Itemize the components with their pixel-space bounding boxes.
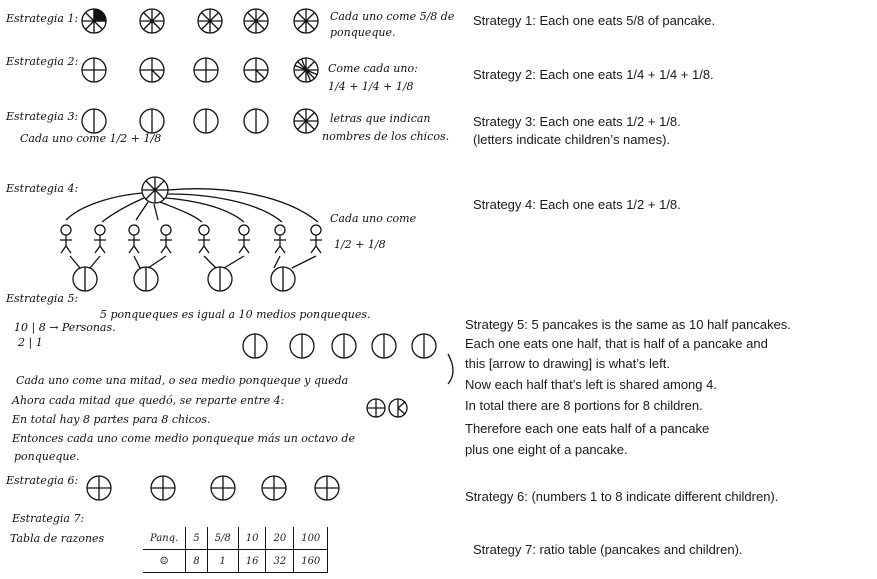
translation-strategy-5: Each one eats one half, that is half of … (465, 336, 768, 351)
strategy-3-label: Estrategia 3: (6, 110, 79, 123)
strategy-5-line: ponqueque. (14, 450, 80, 463)
strategy-7-sub: Tabla de razones (10, 532, 105, 545)
translation-strategy-5: Therefore each one eats half of a pancak… (465, 421, 710, 436)
strategy-5-pancakes (242, 333, 454, 418)
table-cell: 32 (265, 549, 295, 573)
table-row: ☺ 8 1 16 32 160 (143, 549, 329, 573)
strategy-4-note: 1/2 + 1/8 (334, 238, 386, 251)
translation-strategy-7: Strategy 7: ratio table (pancakes and ch… (473, 542, 743, 557)
strategy-1-label: Estrategia 1: (6, 12, 79, 25)
translation-strategy-2: Strategy 2: Each one eats 1/4 + 1/4 + 1/… (473, 67, 714, 82)
strategy-2-note: 1/4 + 1/4 + 1/8 (328, 80, 414, 93)
ratio-table: Panq. 5 5/8 10 20 100 ☺ 8 1 16 32 160 (143, 527, 329, 573)
table-cell: Panq. (143, 527, 187, 550)
strategy-5-label: Estrategia 5: (6, 292, 79, 305)
strategy-5-line: En total hay 8 partes para 8 chicos. (12, 413, 211, 426)
strategy-6-label: Estrategia 6: (6, 474, 79, 487)
table-cell: 20 (265, 527, 295, 550)
table-cell: 5 (185, 527, 208, 550)
translation-strategy-3: Strategy 3: Each one eats 1/2 + 1/8. (473, 114, 681, 129)
table-row: Panq. 5 5/8 10 20 100 (143, 527, 329, 550)
strategy-1-pancakes (81, 8, 319, 34)
table-cell: 160 (293, 549, 329, 573)
strategy-5-line: Ahora cada mitad que quedó, se reparte e… (12, 394, 285, 407)
strategy-7-label: Estrategia 7: (12, 512, 85, 525)
translation-strategy-4: Strategy 4: Each one eats 1/2 + 1/8. (473, 197, 681, 212)
strategy-2-pancakes (81, 57, 319, 83)
stick-figures (60, 224, 322, 254)
strategy-4-label: Estrategia 4: (6, 182, 79, 195)
translation-strategy-6: Strategy 6: (numbers 1 to 8 indicate dif… (465, 489, 779, 504)
table-cell: 1 (206, 549, 239, 573)
strategy-5-line: 5 ponqueques es igual a 10 medios ponque… (100, 308, 371, 321)
strategy-3-note: nombres de los chicos. (322, 130, 450, 143)
translation-strategy-5: this [arrow to drawing] is what’s left. (465, 356, 670, 371)
translation-strategy-5: Strategy 5: 5 pancakes is the same as 10… (465, 317, 791, 332)
strategy-1-note: ponqueque. (330, 26, 396, 39)
table-cell: 5/8 (206, 527, 239, 550)
strategy-5-line: Cada uno come una mitad, o sea medio pon… (16, 374, 349, 387)
translation-strategy-3-note: (letters indicate children’s names). (473, 132, 671, 147)
table-cell: 16 (237, 549, 267, 573)
strategy-6-pancakes (86, 475, 340, 501)
strategy-4-diagram (60, 176, 322, 292)
translation-strategy-5: plus one eight of a pancake. (465, 442, 628, 457)
strategy-1-note: Cada uno come 5/8 de (330, 10, 455, 23)
translation-strategy-5: Now each half that’s left is shared amon… (465, 377, 717, 392)
strategy-3-note: letras que indican (330, 112, 431, 125)
strategy-4-note: Cada uno come (330, 212, 417, 225)
strategy-2-note: Come cada uno: (328, 62, 418, 75)
table-cell: 100 (293, 527, 329, 550)
strategy-5-line: Entonces cada uno come medio ponqueque m… (12, 432, 355, 445)
translation-strategy-5: In total there are 8 portions for 8 chil… (465, 398, 703, 413)
strategy-3-eats: Cada uno come 1/2 + 1/8 (20, 132, 162, 145)
table-cell: 10 (237, 527, 267, 550)
table-cell: 8 (185, 549, 208, 573)
strategy-5-ratio: 2 | 1 (18, 336, 43, 349)
strategy-3-pancakes (81, 108, 319, 134)
table-cell: ☺ (143, 549, 187, 573)
strategy-2-label: Estrategia 2: (6, 55, 79, 68)
translation-strategy-1: Strategy 1: Each one eats 5/8 of pancake… (473, 13, 716, 28)
strategy-5-ratio: 10 | 8 → Personas. (14, 321, 116, 334)
